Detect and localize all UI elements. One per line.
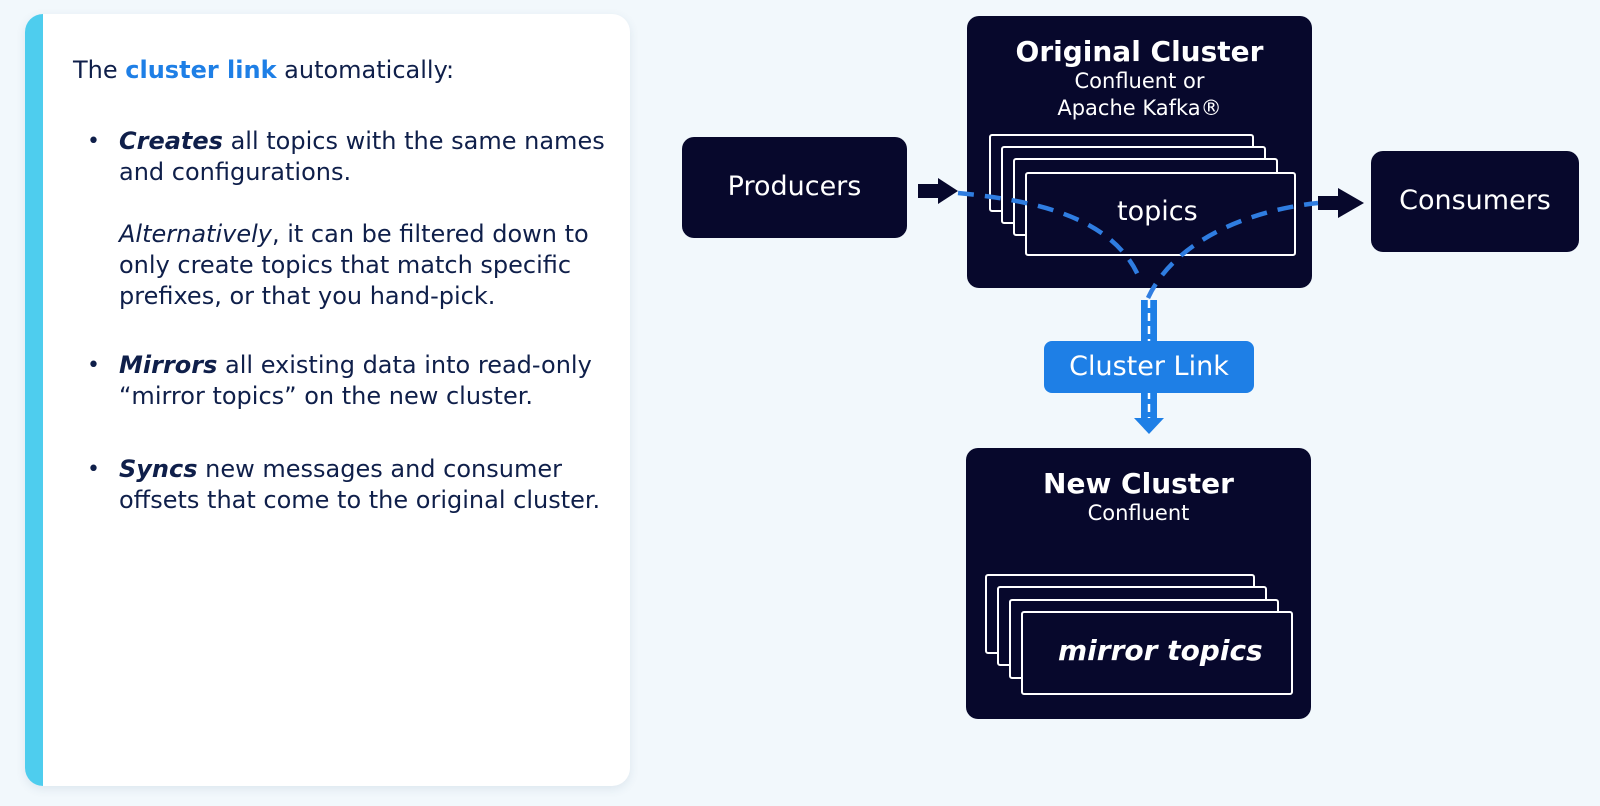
keyword-syncs: Syncs — [119, 455, 198, 483]
consumers-label: Consumers — [1399, 185, 1551, 216]
list-item-mirrors: • Mirrors all existing data into read-on… — [73, 350, 613, 412]
flow-line-producer — [957, 190, 1141, 276]
intro-after: automatically: — [276, 56, 455, 84]
original-cluster-title: Original Cluster — [1015, 35, 1264, 68]
list-item-creates: • Creates all topics with the same names… — [73, 126, 613, 312]
accent-bar — [25, 14, 43, 786]
producers-label: Producers — [727, 171, 862, 202]
intro-before: The — [73, 56, 126, 84]
info-card: The cluster link automatically: • Create… — [25, 14, 630, 786]
flow-line-consumer — [1145, 200, 1319, 299]
new-cluster-title: New Cluster — [1043, 467, 1234, 500]
mirror-topics-label: mirror topics — [1058, 634, 1263, 667]
keyword-alternatively: Alternatively — [119, 220, 272, 248]
mirror-stack-front — [1021, 611, 1293, 695]
original-cluster-subtitle: Confluent or — [1074, 69, 1205, 93]
bullet-icon: • — [87, 457, 100, 482]
topics-label: topics — [1117, 196, 1198, 227]
original-cluster-subtitle: Apache Kafka® — [1057, 96, 1222, 120]
bullet-icon: • — [87, 129, 100, 154]
point-text: new messages and consumer offsets that c… — [119, 455, 601, 514]
producers-node: Producers — [682, 137, 907, 238]
keyword-creates: Creates — [119, 127, 223, 155]
consumer-arrow-icon — [1318, 188, 1364, 218]
bullet-icon: • — [87, 353, 100, 378]
intro-text: The cluster link automatically: — [73, 54, 454, 86]
point-text: all topics with the same names and confi… — [119, 127, 605, 186]
intro-highlight: cluster link — [125, 56, 277, 84]
alternative-note: Alternatively, it can be filtered down t… — [119, 219, 613, 312]
original-cluster-node: Original Cluster Confluent or Apache Kaf… — [967, 16, 1312, 288]
consumers-node: Consumers — [1371, 151, 1579, 252]
new-cluster-node: New Cluster Confluent mirror topics — [966, 448, 1311, 719]
keyword-mirrors: Mirrors — [119, 351, 218, 379]
producer-arrow-icon — [918, 178, 958, 204]
list-item-syncs: • Syncs new messages and consumer offset… — [73, 454, 613, 516]
cluster-link-label: Cluster Link — [1069, 351, 1229, 382]
point-text: all existing data into read-only “mirror… — [119, 351, 592, 410]
new-cluster-subtitle: Confluent — [1087, 501, 1190, 525]
alt-text: , it can be filtered down to only create… — [119, 220, 589, 310]
feature-list: • Creates all topics with the same names… — [73, 126, 613, 516]
cluster-link-badge: Cluster Link — [1044, 341, 1254, 393]
